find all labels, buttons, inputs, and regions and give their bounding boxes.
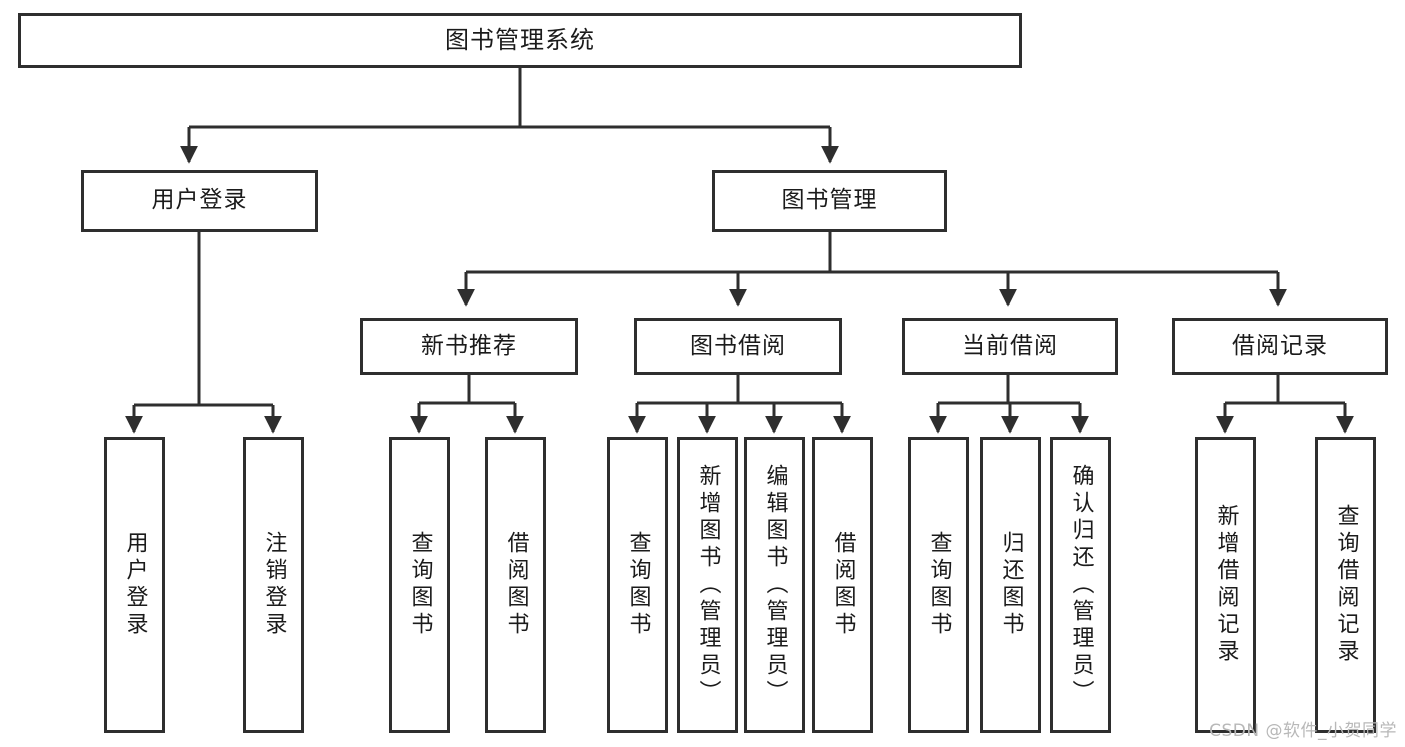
leaf-new-book-query[interactable]: 查询图书 bbox=[389, 437, 450, 733]
leaf-label: 归还图书 bbox=[998, 531, 1024, 639]
leaf-label: 确认归还（管理员） bbox=[1068, 463, 1094, 707]
leaf-borrow-add-book-admin[interactable]: 新增图书（管理员） bbox=[677, 437, 738, 733]
leaf-new-book-borrow[interactable]: 借阅图书 bbox=[485, 437, 546, 733]
node-current-borrow[interactable]: 当前借阅 bbox=[902, 318, 1118, 375]
leaf-label: 注销登录 bbox=[261, 531, 287, 639]
leaf-current-return-book[interactable]: 归还图书 bbox=[980, 437, 1041, 733]
leaf-records-query-record[interactable]: 查询借阅记录 bbox=[1315, 437, 1376, 733]
node-new-book-recommend[interactable]: 新书推荐 bbox=[360, 318, 578, 375]
leaf-label: 借阅图书 bbox=[830, 531, 856, 639]
node-borrow-records[interactable]: 借阅记录 bbox=[1172, 318, 1388, 375]
leaf-label: 编辑图书（管理员） bbox=[762, 463, 788, 707]
node-user-login[interactable]: 用户登录 bbox=[81, 170, 318, 232]
leaf-user-login-login[interactable]: 用户登录 bbox=[104, 437, 165, 733]
leaf-label: 查询借阅记录 bbox=[1333, 504, 1359, 666]
leaf-label: 用户登录 bbox=[122, 531, 148, 639]
leaf-label: 新增图书（管理员） bbox=[695, 463, 721, 707]
leaf-label: 查询图书 bbox=[926, 531, 952, 639]
leaf-current-query-book[interactable]: 查询图书 bbox=[908, 437, 969, 733]
node-root-system[interactable]: 图书管理系统 bbox=[18, 13, 1022, 68]
leaf-records-add-record[interactable]: 新增借阅记录 bbox=[1195, 437, 1256, 733]
leaf-borrow-borrow-book[interactable]: 借阅图书 bbox=[812, 437, 873, 733]
leaf-user-login-logout[interactable]: 注销登录 bbox=[243, 437, 304, 733]
leaf-label: 新增借阅记录 bbox=[1213, 504, 1239, 666]
csdn-watermark: CSDN @软件_小贺同学 bbox=[1209, 721, 1397, 741]
leaf-borrow-query-book[interactable]: 查询图书 bbox=[607, 437, 668, 733]
leaf-label: 查询图书 bbox=[407, 531, 433, 639]
leaf-label: 查询图书 bbox=[625, 531, 651, 639]
leaf-label: 借阅图书 bbox=[503, 531, 529, 639]
node-book-borrow[interactable]: 图书借阅 bbox=[634, 318, 842, 375]
node-book-management[interactable]: 图书管理 bbox=[712, 170, 947, 232]
leaf-current-confirm-return-admin[interactable]: 确认归还（管理员） bbox=[1050, 437, 1111, 733]
leaf-borrow-edit-book-admin[interactable]: 编辑图书（管理员） bbox=[744, 437, 805, 733]
